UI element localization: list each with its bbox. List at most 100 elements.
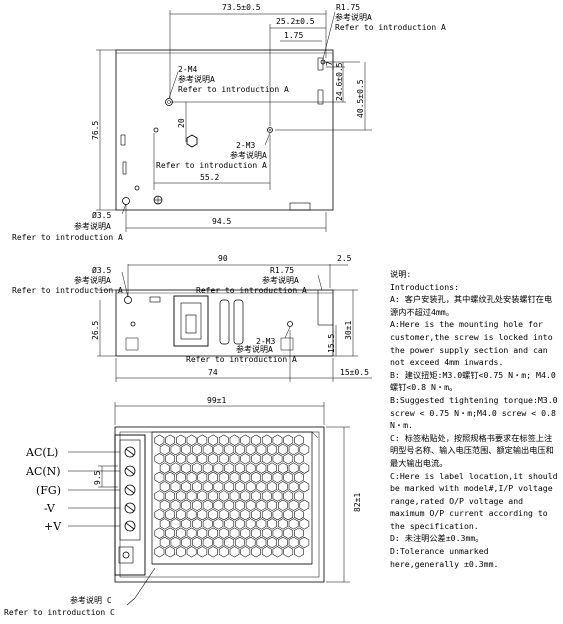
grille-cell	[186, 508, 197, 521]
side-m3-cn: 参考说明A	[236, 344, 273, 354]
grille-cell	[256, 481, 267, 493]
grille-cell	[294, 490, 304, 502]
grille-cell	[294, 471, 304, 484]
dim-7: 7	[325, 61, 334, 66]
grille-cell	[299, 536, 310, 549]
grille-cell	[208, 471, 218, 484]
grille-cell	[299, 499, 310, 511]
grille-cell	[288, 499, 299, 511]
grille-cell	[288, 462, 299, 474]
side-view	[97, 264, 372, 382]
grille-cell	[294, 434, 304, 446]
grille-cell	[202, 518, 213, 530]
grille-cell	[159, 499, 170, 511]
grille-cell	[218, 434, 229, 446]
grille-cell	[278, 443, 288, 456]
grille-cell	[165, 546, 175, 558]
grille-cell	[299, 481, 310, 493]
grille-cell	[245, 536, 256, 549]
grille-cell	[229, 490, 240, 502]
grille-cell	[294, 508, 304, 521]
grille-cell	[202, 499, 213, 511]
grille-cell	[197, 527, 208, 539]
grille-cell	[235, 443, 245, 456]
note-a-cn: A: 客户安装孔，其中螺纹孔处安装螺钉在电源内不超过4mm。	[390, 294, 553, 317]
grille-cell	[256, 536, 267, 549]
terminal-label-fg: (FG)	[36, 484, 61, 497]
grille-cell	[272, 453, 283, 465]
grille-cell	[267, 481, 277, 493]
grille-cell	[261, 508, 272, 521]
grille-cell	[154, 508, 165, 521]
front-dim-82: 82±1	[353, 493, 362, 512]
grille-cell	[186, 434, 197, 446]
grille-cell	[181, 481, 192, 493]
grille-cell	[278, 499, 288, 511]
grille-cell	[229, 453, 240, 465]
grille-cell	[235, 481, 245, 493]
grille-cell	[218, 490, 229, 502]
grille-cell	[256, 518, 267, 530]
grille-cell	[213, 462, 224, 474]
side-dim-90: 90	[218, 254, 228, 263]
grille-cell	[235, 499, 245, 511]
grille-cell	[272, 471, 283, 484]
terminal-screw-icon	[124, 520, 136, 532]
grille-cell	[197, 471, 208, 484]
grille-cell	[170, 499, 181, 511]
grille-cell	[202, 481, 213, 493]
grille-cell	[283, 434, 294, 446]
grille-cell	[229, 527, 240, 539]
grille-cell	[181, 518, 192, 530]
grille-cell	[170, 481, 181, 493]
dim-552: 55.2	[200, 173, 219, 182]
dim-20: 20	[177, 118, 186, 128]
grille-cell	[294, 453, 304, 465]
grille-cell	[176, 471, 186, 484]
notes-subtitle: Introductions:	[390, 281, 460, 292]
grille-cell	[240, 546, 251, 558]
front-dim-99: 99±1	[207, 396, 226, 405]
grille-cell	[176, 434, 186, 446]
terminal-label-negv: -V	[44, 502, 56, 515]
grille-cell	[202, 462, 213, 474]
grille-cell	[261, 527, 272, 539]
grille-cell	[251, 434, 261, 446]
side-radius-cn: 参考说明A	[262, 275, 299, 285]
grille-cell	[283, 546, 294, 558]
grille-cell	[192, 536, 202, 549]
grille-cell	[213, 518, 224, 530]
grille-cell	[278, 518, 288, 530]
grille-cell	[251, 508, 261, 521]
side-dim-301: 30±1	[344, 321, 353, 340]
grille-cell	[251, 471, 261, 484]
terminal-label-posv: +V	[44, 520, 62, 533]
top-view	[96, 10, 372, 232]
grille-cell	[288, 536, 299, 549]
grille-cell	[165, 490, 175, 502]
note-c-en: C:Here is label location,it should be ma…	[390, 470, 558, 531]
grille-cell	[299, 443, 310, 456]
note-b-cn: B: 建议扭矩:M3.0螺钉<0.75 N・m; M4.0螺钉<0.8 N・m。	[390, 369, 556, 393]
grille-cell	[283, 508, 294, 521]
grille-cell	[240, 508, 251, 521]
note-c-cn: C: 标签粘贴处，按照规格书要求在标签上注明型号名称、输入电压范围、额定输出电压…	[390, 432, 554, 468]
grille-cell	[165, 453, 175, 465]
grille-cell	[218, 527, 229, 539]
grille-cell	[170, 462, 181, 474]
grille-cell	[159, 481, 170, 493]
grille-cell	[154, 453, 165, 465]
dim-765: 76.5	[91, 121, 100, 140]
grille-cell	[192, 518, 202, 530]
grille-cell	[159, 462, 170, 474]
callout-m4-en: Refer to introduction A	[178, 85, 289, 94]
grille-cell	[208, 434, 218, 446]
callout-dia-cn: 参考说明A	[74, 221, 111, 231]
side-dim-265: 26.5	[91, 321, 100, 340]
grille-cell	[202, 536, 213, 549]
terminal-label-acl: AC(L)	[25, 446, 58, 459]
note-b-en: B:Suggested tightening torque:M3.0 screw…	[390, 394, 558, 431]
note-d-en: D:Tolerance unmarked here,generally ±0.3…	[390, 546, 499, 569]
grille-cell	[245, 481, 256, 493]
